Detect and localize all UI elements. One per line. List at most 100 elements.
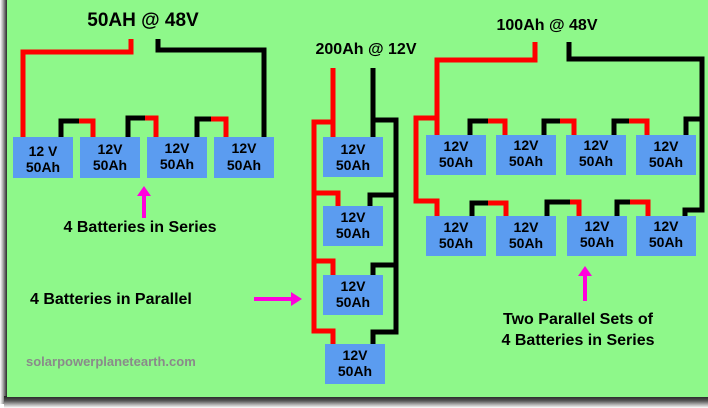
jumper-positive [560, 118, 577, 137]
battery-body [80, 137, 140, 178]
jumper-positive [145, 115, 159, 137]
arrow-up-icon [137, 186, 151, 218]
series-parallel-caption-line2: 4 Batteries in Series [502, 332, 655, 349]
battery-body [496, 135, 556, 175]
battery: 12V 50Ah [636, 135, 696, 175]
series-caption: 4 Batteries in Series [64, 219, 217, 236]
series-jumpers [58, 115, 229, 137]
frame-shadow-left [0, 0, 8, 404]
battery-body [636, 135, 696, 175]
battery: 12V 50Ah [567, 216, 627, 256]
battery-voltage: 12V [343, 347, 369, 363]
battery-body [496, 216, 556, 256]
sp-row1-jumpers [467, 118, 650, 137]
battery: 12V 50Ah [325, 344, 385, 384]
battery: 12V 50Ah [636, 216, 696, 256]
battery: 12V 50Ah [496, 135, 556, 175]
battery-capacity: 50Ah [336, 294, 370, 310]
parallel-caption: 4 Batteries in Parallel [30, 291, 192, 308]
parallel-negative-tap [367, 192, 396, 206]
battery-body [567, 216, 627, 256]
arrow-right-icon [254, 292, 302, 306]
jumper-negative [194, 116, 211, 137]
series-parallel-caption-line1: Two Parallel Sets of [503, 311, 654, 328]
jumper-positive [488, 200, 509, 216]
battery-capacity: 50Ah [649, 154, 683, 170]
battery: 12V 50Ah [323, 275, 383, 315]
battery: 12V 50Ah [147, 137, 207, 178]
battery-voltage: 12V [444, 219, 470, 235]
sp-positive-bus [413, 115, 440, 216]
sp-positive-lead [434, 42, 538, 137]
battery-capacity: 50Ah [338, 363, 372, 379]
battery-capacity: 50Ah [439, 154, 473, 170]
parallel-diagram: 200Ah @ 12V 12V 50Ah 12V 50Ah [30, 41, 417, 384]
jumper-positive [630, 199, 651, 216]
battery-body [323, 206, 383, 246]
jumper-negative [541, 118, 560, 137]
battery-body [13, 137, 73, 178]
arrow-up-icon [578, 266, 592, 301]
battery-capacity: 50Ah [509, 235, 543, 251]
battery: 12V 50Ah [426, 135, 486, 175]
battery-body [426, 135, 486, 175]
battery-body [566, 135, 626, 175]
parallel-negative-bus [370, 117, 399, 346]
parallel-positive-tap [314, 190, 341, 206]
parallel-title: 200Ah @ 12V [316, 41, 417, 58]
battery-voltage: 12V [514, 137, 540, 153]
battery: 12V 50Ah [323, 137, 383, 177]
battery-capacity: 50Ah [26, 159, 60, 175]
battery-capacity: 50Ah [580, 234, 614, 250]
series-diagram: 50AH @ 48V 12 V 50Ah 12V 5 [13, 10, 274, 236]
series-parallel-diagram: 100Ah @ 48V [413, 17, 705, 349]
jumper-positive [79, 118, 96, 137]
jumper-positive [488, 118, 508, 137]
battery: 12V 50Ah [566, 135, 626, 175]
jumper-negative [544, 199, 570, 216]
battery-body [147, 137, 207, 178]
battery-voltage: 12V [341, 141, 367, 157]
battery-voltage: 12 V [29, 143, 58, 159]
jumper-negative [469, 200, 488, 216]
battery: 12V 50Ah [323, 206, 383, 246]
battery-voltage: 12V [165, 140, 191, 156]
diagram-panel [7, 0, 708, 397]
battery-capacity: 50Ah [649, 234, 683, 250]
battery-voltage: 12V [232, 140, 258, 156]
sp-row2-jumpers [469, 199, 651, 216]
battery-voltage: 12V [444, 138, 470, 154]
parallel-positive-tap [314, 258, 336, 275]
jumper-negative [614, 199, 630, 216]
battery-voltage: 12V [584, 137, 610, 153]
sp-negative-tap [683, 116, 702, 137]
battery-capacity: 50Ah [579, 153, 613, 169]
parallel-negative-tap [370, 262, 396, 275]
series-negative-lead [155, 39, 267, 137]
battery-capacity: 50Ah [93, 157, 127, 173]
battery-capacity: 50Ah [227, 157, 261, 173]
battery: 12V 50Ah [80, 137, 140, 178]
frame-shadow-bottom [4, 396, 708, 408]
battery-voltage: 12V [654, 138, 680, 154]
jumper-negative [58, 118, 79, 137]
jumper-negative [125, 115, 145, 137]
jumper-positive [211, 116, 229, 137]
battery: 12V 50Ah [426, 216, 486, 256]
series-parallel-title: 100Ah @ 48V [497, 17, 598, 34]
watermark: solarpowerplanetearth.com [26, 354, 196, 369]
battery-body [426, 216, 486, 256]
battery: 12V 50Ah [214, 137, 274, 178]
parallel-positive-bus [311, 119, 336, 346]
battery-voltage: 12V [341, 209, 367, 225]
battery-body [636, 216, 696, 256]
battery-capacity: 50Ah [509, 153, 543, 169]
battery-capacity: 50Ah [439, 235, 473, 251]
jumper-negative [611, 118, 629, 137]
battery: 12V 50Ah [496, 216, 556, 256]
series-positive-lead [20, 39, 134, 137]
battery-body [323, 137, 383, 177]
battery-capacity: 50Ah [160, 156, 194, 172]
jumper-negative [467, 118, 488, 137]
